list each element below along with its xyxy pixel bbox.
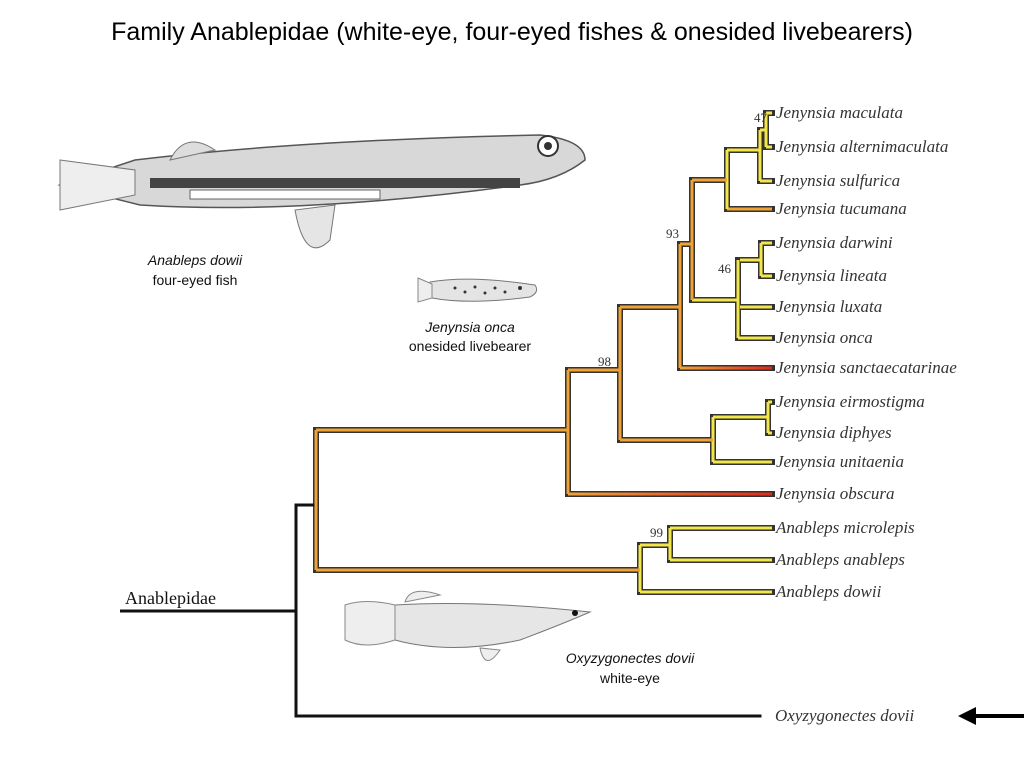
bootstrap-value: 99 (650, 525, 663, 540)
bootstrap-value: 47 (754, 110, 768, 125)
anableps-dowii-illustration (57, 134, 586, 249)
oxyzygonectes-caption: Oxyzygonectes dovii (566, 650, 695, 666)
tip-label: Jenynsia maculata (776, 103, 903, 122)
tip-label: Jenynsia luxata (776, 297, 882, 316)
arrow-left-icon (958, 707, 1024, 725)
oxyzygonectes-illustration (344, 590, 592, 661)
tip-label: Jenynsia diphyes (776, 423, 892, 442)
tip-label: Jenynsia tucumana (776, 199, 907, 218)
tip-label: Oxyzygonectes dovii (775, 706, 915, 725)
tip-label: Jenynsia alternimaculata (776, 137, 948, 156)
tip-label: Jenynsia sanctaecatarinae (776, 358, 957, 377)
tip-label: Anableps dowii (775, 582, 882, 601)
tip-label: Anableps microlepis (775, 518, 915, 537)
tip-label: Jenynsia darwini (776, 233, 893, 252)
tip-label: Jenynsia unitaenia (776, 452, 904, 471)
jenynsia-onca-common: onesided livebearer (409, 338, 532, 354)
tip-label: Jenynsia sulfurica (776, 171, 900, 190)
anableps-dowii-caption: Anableps dowii (147, 252, 243, 268)
jenynsia-onca-caption: Jenynsia onca (424, 319, 515, 335)
bootstrap-value: 46 (718, 261, 732, 276)
tip-label: Jenynsia eirmostigma (776, 392, 925, 411)
oxyzygonectes-common: white-eye (599, 670, 660, 686)
bootstrap-value: 93 (666, 226, 679, 241)
tip-label: Anableps anableps (775, 550, 905, 569)
anableps-dowii-common: four-eyed fish (153, 272, 238, 288)
tip-label: Jenynsia lineata (776, 266, 887, 285)
tip-label: Jenynsia obscura (776, 484, 895, 503)
family-label: Anablepidae (125, 588, 216, 608)
bootstrap-value: 98 (598, 354, 611, 369)
jenynsia-onca-illustration (417, 277, 538, 303)
page-title: Family Anablepidae (white-eye, four-eyed… (111, 18, 913, 46)
tip-label: Jenynsia onca (776, 328, 873, 347)
